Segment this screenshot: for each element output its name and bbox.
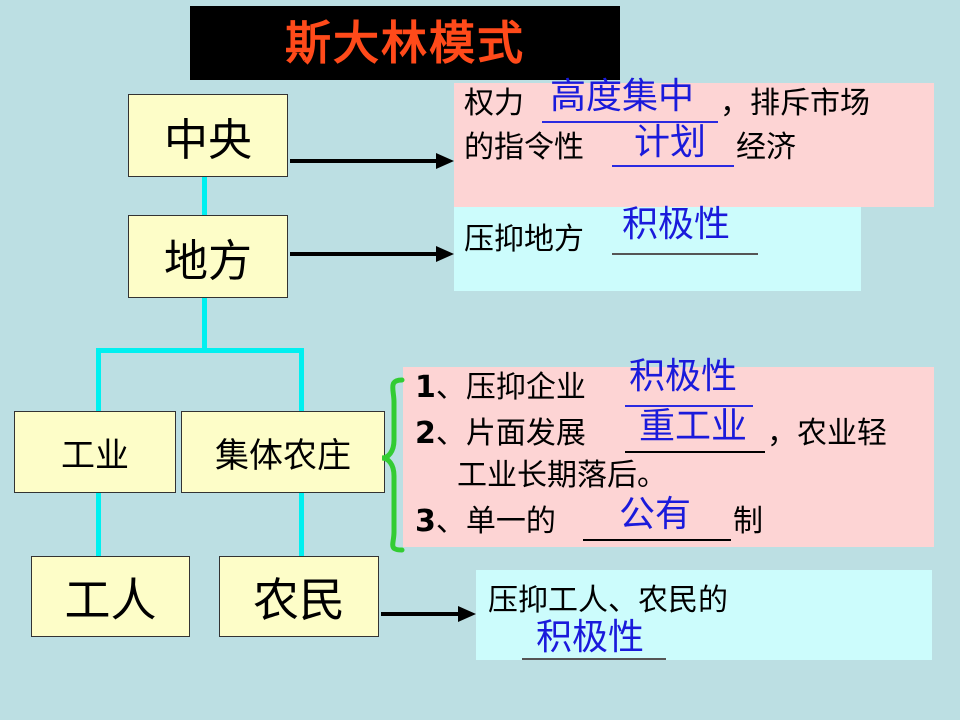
panel1-text-d: 经济 [736, 130, 796, 165]
curly-brace [381, 377, 405, 553]
node-collective-farm: 集体农庄 [181, 411, 385, 493]
item1-text: 、压抑企业 [435, 370, 586, 405]
item3-blank-underline [583, 539, 731, 541]
node-industry: 工业 [14, 411, 176, 493]
node-central: 中央 [128, 94, 288, 177]
panel-local-effect: 压抑地方 积极性 [454, 204, 861, 291]
connector-farm-farmers [299, 493, 304, 556]
panel1-text-c: 的指令性 [464, 130, 584, 165]
node-local: 地方 [128, 215, 288, 298]
panel1-answer-1: 高度集中 [550, 76, 695, 117]
item1-number: 1 [415, 370, 436, 405]
item1-blank-underline [625, 405, 753, 407]
panel4-text: 压抑工人、农民的 [488, 583, 728, 618]
item2-number: 2 [415, 416, 436, 451]
node-farmers: 农民 [219, 556, 379, 637]
connector-local-split [202, 298, 207, 350]
item2-blank-underline [625, 451, 765, 453]
connector-to-industry [96, 348, 101, 411]
panel-enterprise-effects: 1、压抑企业 积极性 2、片面发展 重工业 ，农业轻 工业长期落后。 3、单一的… [403, 357, 934, 547]
connector-to-farm [299, 348, 304, 411]
arrow-farmers [381, 606, 476, 622]
item3-answer: 公有 [619, 494, 692, 535]
item3-number: 3 [415, 504, 436, 539]
arrow-central [290, 153, 454, 169]
slide-title: 斯大林模式 [190, 6, 620, 80]
panel2-answer: 积极性 [622, 204, 731, 245]
panel1-text-b: ，排斥市场 [720, 86, 870, 121]
item3-after: 制 [733, 504, 763, 539]
panel1-text-a: 权力 [464, 86, 524, 121]
node-workers: 工人 [31, 556, 190, 637]
panel4-answer: 积极性 [536, 617, 645, 658]
item2: 2、片面发展 [415, 417, 586, 451]
item2-text: 、片面发展 [435, 416, 586, 451]
item2-answer: 重工业 [639, 406, 748, 447]
panel1-blank1-underline [542, 121, 718, 123]
panel-central-effect: 权力 高度集中 ，排斥市场 的指令性 计划 经济 [454, 77, 934, 207]
connector-industry-workers [96, 493, 101, 556]
item3: 3、单一的 [415, 505, 556, 539]
item2-continuation: 工业长期落后。 [457, 458, 667, 493]
panel1-answer-2: 计划 [634, 122, 707, 163]
item1: 1、压抑企业 [415, 371, 586, 405]
item1-answer: 积极性 [629, 356, 738, 397]
connector-horizontal [96, 348, 304, 353]
panel1-blank2-underline [612, 165, 734, 167]
item2-after: ，农业轻 [767, 416, 887, 451]
panel-worker-farmer-effect: 压抑工人、农民的 积极性 [476, 570, 932, 660]
panel2-blank-underline [612, 253, 758, 255]
panel4-blank-underline [522, 658, 666, 660]
panel2-text: 压抑地方 [464, 222, 584, 257]
item3-text: 、单一的 [435, 504, 556, 539]
connector-central-local [202, 177, 207, 215]
arrow-local [290, 246, 454, 262]
